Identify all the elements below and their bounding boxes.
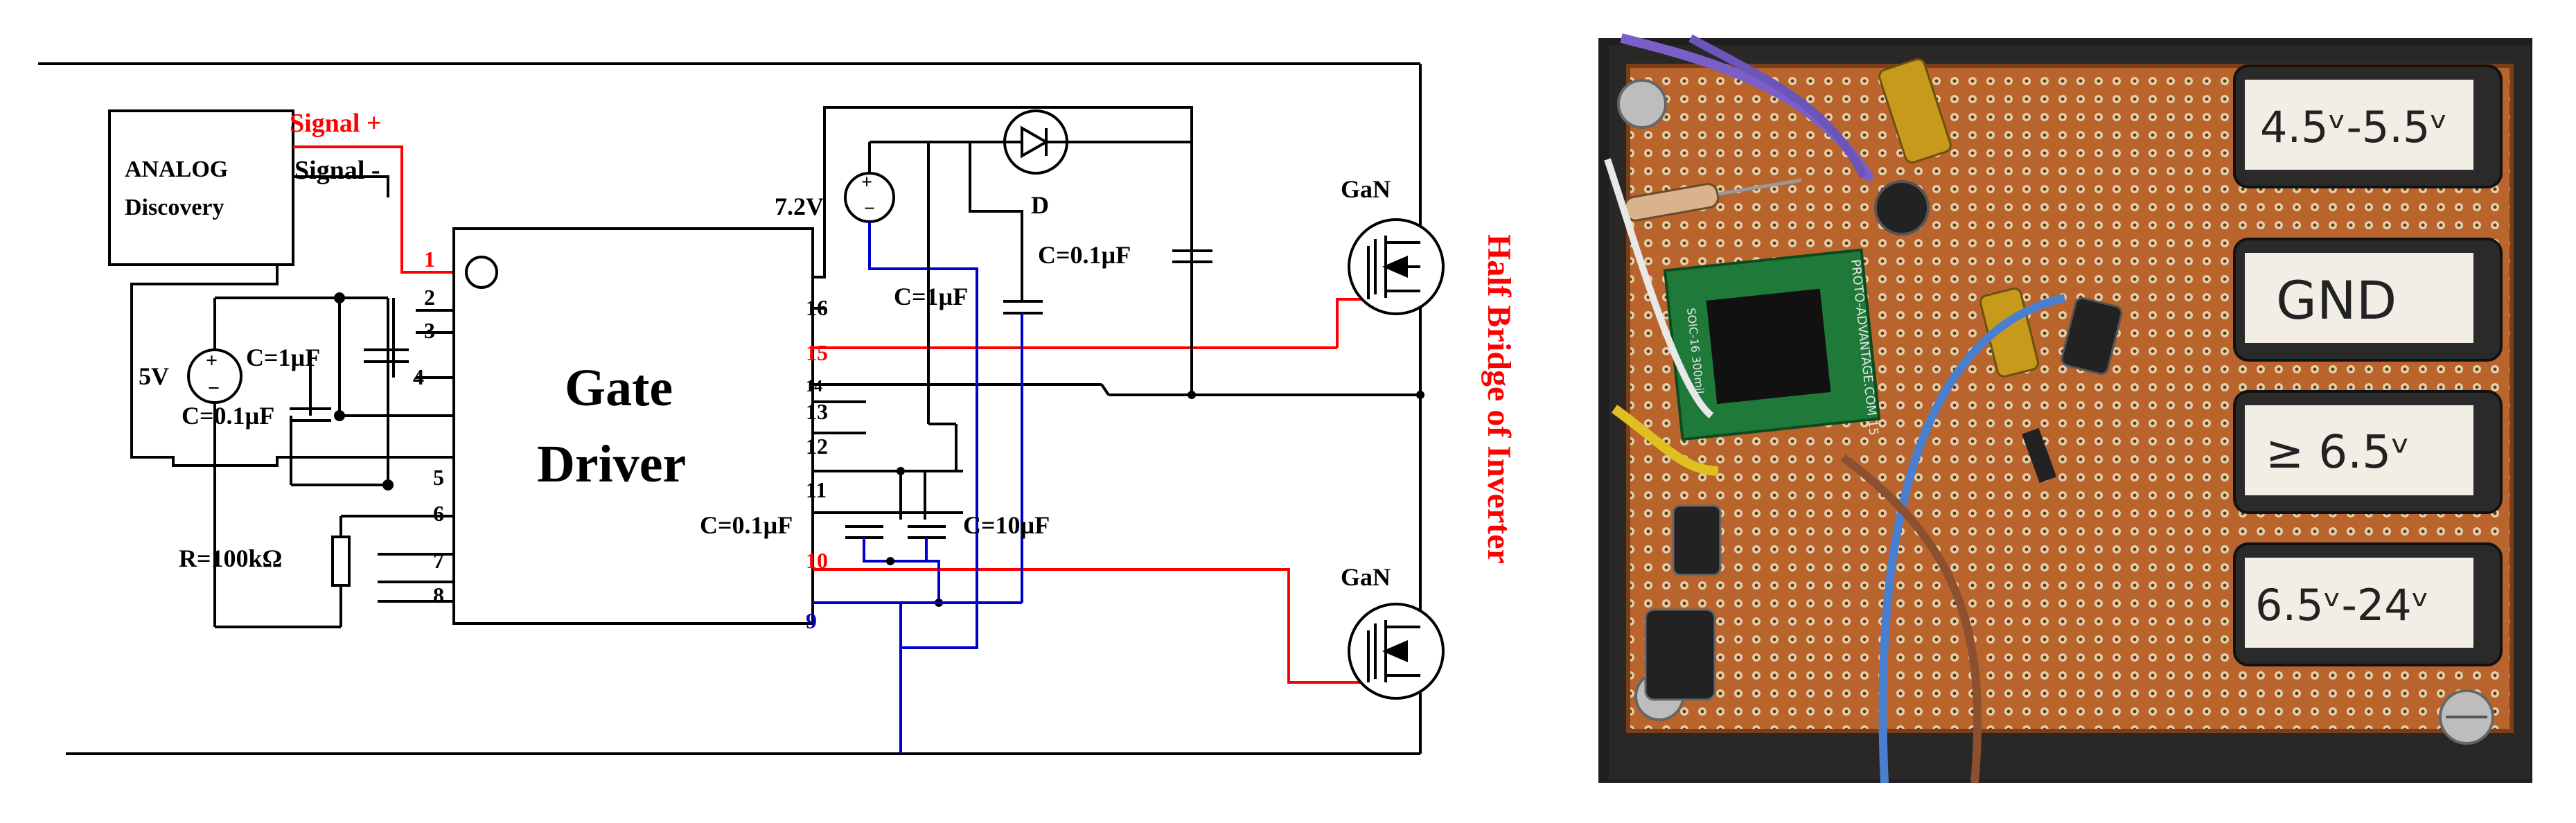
pin-13: 13 [806,399,828,424]
supply-5v-source [187,348,242,404]
schematic: + − + − [38,62,1445,755]
photo-cap-black-top [1874,180,1930,236]
half-bridge-label: Half Bridge of Inverter [1481,234,1517,564]
supply-7v2-label: 7.2V [775,193,824,220]
terminal-label-4: 6.5ᵛ-24ᵛ [2255,580,2430,630]
label-tape-4 [2245,558,2473,648]
pin-16: 16 [806,295,828,320]
resistor-100k [331,536,351,587]
pin-9: 9 [806,608,817,633]
pin-5: 5 [433,465,444,490]
pin-6: 6 [433,501,444,526]
pin-8: 8 [433,583,444,608]
analog-line1: ANALOG [125,157,228,182]
cap-01uf-bottom-label: C=0.1µF [700,511,793,539]
pin-4: 4 [413,364,424,389]
signal-minus-label: Signal - [294,156,380,185]
svg-text:+: + [861,172,872,193]
terminal-label-2: GND [2276,269,2397,331]
label-tape-2 [2245,253,2473,343]
cap-1uf-top-label: C=1µF [894,283,968,310]
cap-1uf-left-label: C=1µF [246,344,320,371]
schematic-labels: ANALOG Discovery Signal + Signal - Gate … [125,109,1517,633]
supply-5v-label: 5V [139,362,169,390]
photo-cap-top [1878,58,1952,163]
cap-10uf-bottom-label: C=10µF [963,511,1050,539]
photo-diode [2022,427,2057,484]
cap-01uf-top-label: C=0.1µF [1038,241,1131,269]
diode-label: D [1031,191,1049,219]
pin-15: 15 [806,340,828,365]
pin-14: 14 [806,378,822,396]
diode [1021,125,1050,159]
photo-cap-black-mid [2061,297,2123,375]
svg-text:+: + [206,349,218,372]
photo-cap-left-small [1672,504,1722,576]
analog-line2: Discovery [125,195,224,220]
svg-text:−: − [208,377,220,400]
pin-3: 3 [424,318,435,343]
pin-2: 2 [424,285,435,310]
gan-top-label: GaN [1341,175,1391,203]
pin-12: 12 [806,434,828,459]
label-tape-1 [2245,80,2473,170]
pin-11: 11 [806,477,827,502]
analog-discovery-box [108,109,294,266]
gate-driver-ic [452,227,814,625]
photo-ic [1706,288,1831,405]
gan-bottom-label: GaN [1341,563,1391,591]
board-photo: PROTO-ADVANTAGE.COM 15 SOIC-16 300mil 4.… [1598,33,2532,784]
photo-cap-left-large [1644,608,1716,701]
label-tape-3 [2245,405,2473,495]
pin-7: 7 [433,548,444,573]
terminal-label-1: 4.5ᵛ-5.5ᵛ [2260,102,2448,152]
gate-driver-line1: Gate [565,359,673,417]
terminal-label-3: ≥ 6.5ᵛ [2266,425,2410,479]
gate-driver-line2: Driver [537,435,686,493]
svg-text:−: − [864,198,875,220]
resistor-label: R=100kΩ [179,545,282,572]
cap-01uf-left-label: C=0.1µF [182,402,274,430]
pin-10: 10 [806,548,828,573]
screw-top-left [1617,79,1667,129]
signal-plus-label: Signal + [290,109,382,138]
pin-1: 1 [424,247,435,272]
